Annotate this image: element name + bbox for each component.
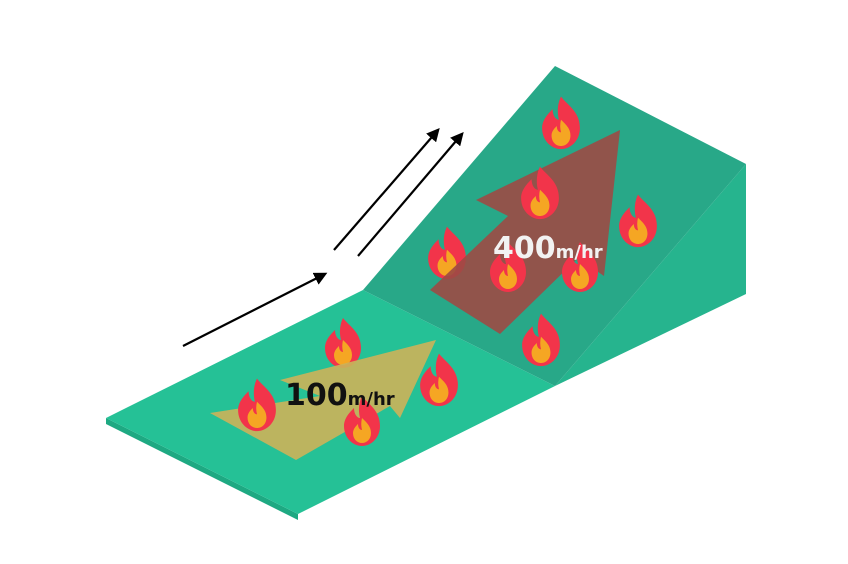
flat-speed-label: 100m/hr (285, 378, 395, 413)
flat-speed-value: 100 (285, 378, 348, 413)
slope-spread-arrow (430, 130, 620, 334)
flat-ground-front (106, 418, 298, 520)
wind-arrow (333, 128, 440, 251)
slope-speed-label: 400m/hr (493, 231, 603, 266)
wind-arrow (357, 131, 464, 257)
wind-arrow (182, 272, 328, 347)
slope-speed-value: 400 (493, 231, 556, 266)
flat-speed-unit: m/hr (348, 389, 395, 410)
flat-spread-arrow (210, 340, 436, 460)
slope-speed-unit: m/hr (556, 242, 603, 263)
